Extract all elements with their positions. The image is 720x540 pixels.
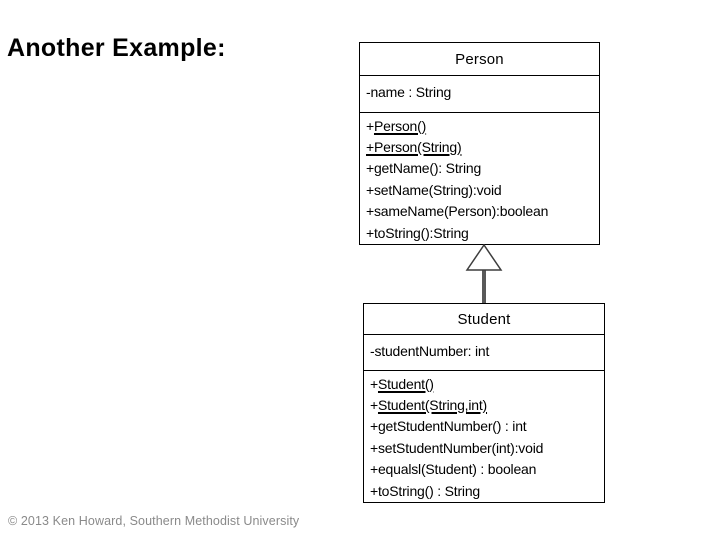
method-line: +toString():String	[366, 224, 469, 241]
attribute-line: -name : String	[366, 84, 452, 101]
inheritance-arrow-head	[465, 244, 503, 271]
slide-title: Another Example:	[7, 34, 226, 62]
method-line: +Person()	[366, 117, 427, 134]
class-methods-person: +Person() +Person(String) +getName(): Stri…	[360, 113, 599, 244]
class-name-person: Person	[360, 43, 599, 77]
method-line: +toString() : String	[370, 482, 480, 499]
class-name-student: Student	[364, 304, 604, 336]
inheritance-arrow-icon	[465, 244, 503, 304]
uml-class-box-person: Person -name : String +Person() +Person(S…	[359, 42, 600, 245]
method-line: +getStudentNumber() : int	[370, 418, 527, 435]
class-attributes-student: -studentNumber: int	[364, 335, 604, 371]
method-line: +getName(): String	[366, 160, 482, 177]
attribute-line: -studentNumber: int	[370, 343, 490, 360]
method-line: +Student()	[370, 375, 434, 392]
class-attributes-person: -name : String	[360, 76, 599, 113]
method-line: +equalsl(Student) : boolean	[370, 461, 537, 478]
method-line: +sameName(Person):boolean	[366, 203, 549, 220]
class-methods-student: +Student() +Student(String,int) +getStuden…	[364, 371, 604, 502]
method-line: +setName(String):void	[366, 181, 502, 198]
method-line: +Person(String)	[366, 138, 462, 155]
method-line: +Student(String,int)	[370, 396, 488, 413]
uml-class-box-student: Student -studentNumber: int +Student()+S…	[363, 303, 605, 503]
slide-footer-copyright: © 2013 Ken Howard, Southern Methodist Un…	[8, 514, 300, 528]
method-line: +setStudentNumber(int):void	[370, 439, 544, 456]
